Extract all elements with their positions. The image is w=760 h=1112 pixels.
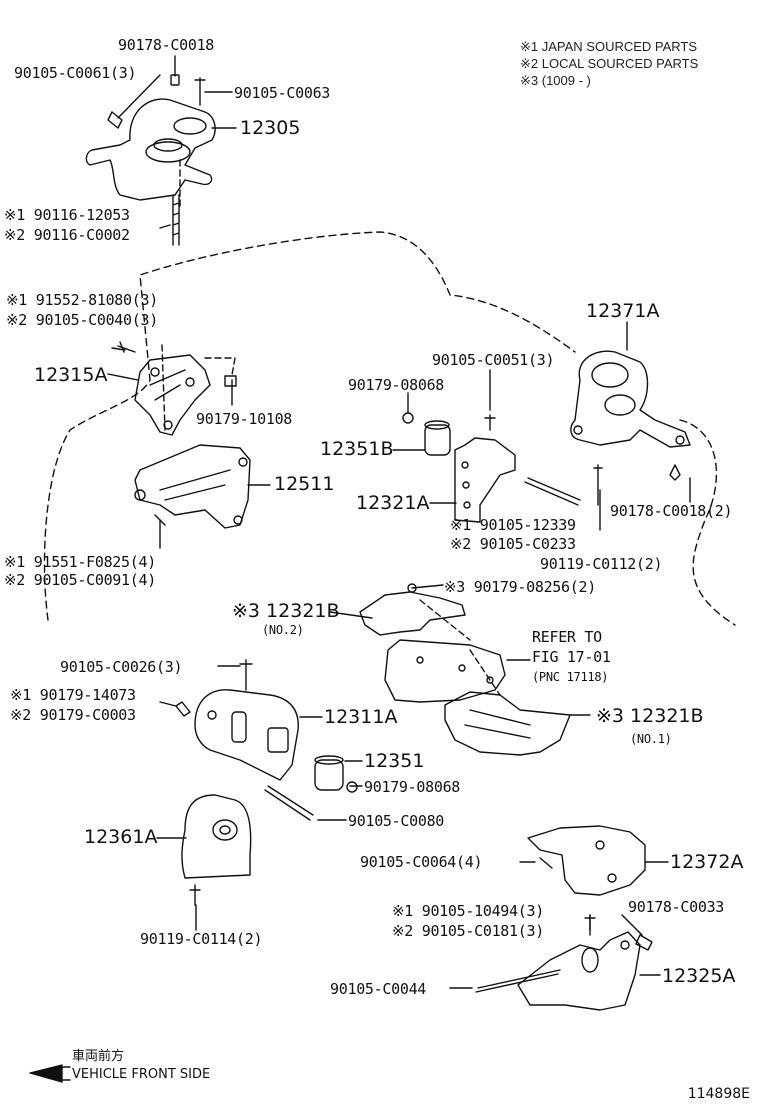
bracket-12321B-no1 [444, 691, 571, 756]
part-subnote: (NO.2) [262, 623, 304, 637]
bracket-12315A [117, 341, 237, 436]
part-label[interactable]: 90105-C0063 [234, 84, 331, 102]
front-label-jp: 車両前方 [72, 1049, 125, 1064]
part-label[interactable]: 90179-08068 [364, 778, 461, 796]
legend-note-1: ※1 JAPAN SOURCED PARTS [520, 39, 698, 54]
part-label[interactable]: 90178-C0018(2) [610, 502, 733, 520]
bushing-12351 [314, 755, 358, 793]
figure-code: 114898E [687, 1086, 750, 1102]
part-label[interactable]: ※2 90105-C0181(3) [392, 922, 544, 940]
part-label[interactable]: 12372A [670, 851, 744, 873]
part-label[interactable]: 90119-C0112(2) [540, 555, 663, 573]
part-label[interactable]: 90119-C0114(2) [140, 930, 263, 948]
mount-12372A [527, 825, 646, 896]
engine-bracket-ref [384, 639, 506, 703]
part-label[interactable]: ※1 90116-12053 [4, 206, 130, 224]
part-label[interactable]: ※1 91552-81080(3) [6, 291, 158, 309]
part-label[interactable]: ※1 90105-12339 [450, 516, 576, 534]
part-label[interactable]: 90179-08068 [348, 376, 445, 394]
part-label[interactable]: 90178-C0033 [628, 898, 725, 916]
part-label[interactable]: 90105-C0044 [330, 980, 427, 998]
part-label[interactable]: 12351B [320, 438, 394, 460]
part-label[interactable]: 12305 [240, 117, 301, 139]
part-label[interactable]: 90179-10108 [196, 410, 293, 428]
bracket-12511 [134, 444, 251, 529]
part-label[interactable]: ※3 12321B [596, 705, 704, 727]
part-label[interactable]: 12321A [356, 492, 430, 514]
legend-note-2: ※2 LOCAL SOURCED PARTS [520, 56, 699, 71]
part-label[interactable]: ※3 12321B [232, 600, 340, 622]
mount-12305 [85, 74, 216, 246]
part-label[interactable]: ※1 90105-10494(3) [392, 902, 544, 920]
part-label[interactable]: 90105-C0064(4) [360, 853, 483, 871]
legend-note-3: ※3 (1009 - ) [520, 73, 591, 88]
part-label[interactable]: ※2 90105-C0233 [450, 535, 576, 553]
part-label[interactable]: ※2 90179-C0003 [10, 706, 136, 724]
part-label[interactable]: 90105-C0051(3) [432, 351, 555, 369]
mount-12311A [175, 659, 314, 821]
legend: ※1 JAPAN SOURCED PARTS ※2 LOCAL SOURCED … [520, 38, 698, 89]
front-label-en: VEHICLE FRONT SIDE [72, 1067, 211, 1082]
part-label[interactable]: ※1 90179-14073 [10, 686, 136, 704]
bushing-12351B [402, 412, 451, 456]
part-label[interactable]: ※2 90105-C0040(3) [6, 311, 158, 329]
part-label[interactable]: 12315A [34, 364, 108, 386]
part-label[interactable]: ※2 90116-C0002 [4, 226, 130, 244]
vehicle-front-note: 車両前方 VEHICLE FRONT SIDE [72, 1048, 210, 1084]
refer-note: (PNC 17118) [532, 670, 609, 684]
part-label[interactable]: 12311A [324, 706, 398, 728]
part-label[interactable]: 12325A [662, 965, 736, 987]
part-label[interactable]: 12511 [274, 473, 335, 495]
engine-outline [43, 231, 576, 621]
part-label[interactable]: ※2 90105-C0091(4) [4, 571, 156, 589]
bracket-12321A [454, 414, 581, 523]
refer-note: FIG 17-01 [532, 648, 611, 666]
part-label[interactable]: ※1 91551-F0825(4) [4, 553, 156, 571]
mount-12361A [181, 794, 252, 906]
front-arrow-icon [29, 1064, 71, 1083]
part-label[interactable]: 90178-C0018 [118, 36, 215, 54]
mount-12371A [570, 350, 691, 506]
part-label[interactable]: 12351 [364, 750, 425, 772]
refer-note: REFER TO [532, 628, 602, 646]
part-label[interactable]: 12361A [84, 826, 158, 848]
part-subnote: (NO.1) [630, 732, 672, 746]
part-label[interactable]: 90105-C0080 [348, 812, 445, 830]
bracket-12321B-no2 [359, 583, 466, 636]
part-label[interactable]: ※3 90179-08256(2) [444, 578, 596, 596]
bracket-12325A [475, 914, 653, 1011]
part-label[interactable]: 90105-C0061(3) [14, 64, 137, 82]
part-label[interactable]: 12371A [586, 300, 660, 322]
part-label[interactable]: 90105-C0026(3) [60, 658, 183, 676]
